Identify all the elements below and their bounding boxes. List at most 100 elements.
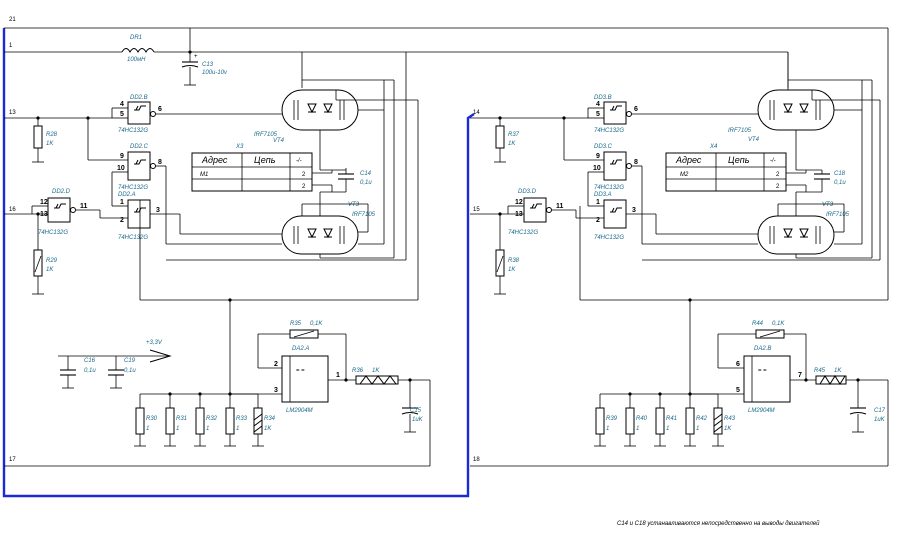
x3-pin-b: 2 [302, 184, 306, 190]
c17-label: C17 [874, 408, 886, 414]
da2a-eq: = = [296, 368, 305, 374]
x3-row-m1: M1 [200, 172, 208, 178]
da2a-pin3: 3 [274, 387, 278, 394]
r33-value: 1 [236, 426, 239, 432]
left-channel: 13 R28 1K DD2.B 4 5 6 74HC132G DD2.C 9 1… [4, 79, 431, 467]
dd3c-label: DD3.C [594, 144, 613, 150]
opamp-da2a [281, 355, 329, 403]
x4-pin-a: 2 [776, 172, 780, 178]
vt3-right-part: IRF7105 [826, 212, 850, 218]
resistor-r28 [33, 125, 43, 149]
r30-label: R30 [146, 416, 158, 422]
r39-value: 1 [606, 426, 609, 432]
x4-pin-b: 2 [776, 184, 780, 190]
resistor-r33 [225, 407, 235, 435]
r33-label: R33 [236, 416, 248, 422]
dd2a-chip: 74HC132G [118, 235, 148, 241]
dd2a-pin1: 1 [120, 199, 124, 206]
r36-label: R36 [352, 368, 364, 374]
c15-value: 1uK [412, 417, 424, 423]
c13-value: 100u-10v [202, 70, 228, 76]
r42-value: 1 [696, 426, 699, 432]
dr1-value: 100мН [127, 57, 146, 63]
resistor-r42 [685, 407, 695, 435]
r36-value: 1K [372, 368, 380, 374]
dd3b-label: DD3.B [594, 95, 612, 101]
dd2d-pin12: 12 [40, 199, 48, 206]
dd2c-pin8: 8 [158, 159, 162, 166]
mosfet-vt3-right [757, 215, 835, 255]
input-15-label: 15 [473, 207, 480, 213]
r39-label: R39 [606, 416, 618, 422]
input-18-label: 18 [473, 457, 480, 463]
c16-value: 0,1u [84, 368, 96, 374]
vt4-label: VT4 [273, 138, 285, 144]
x3-pin-a: 2 [302, 172, 306, 178]
power-lines: 21 1 DR1 100мН + C13 100u-10v [4, 17, 889, 300]
dd3b-pin5: 5 [596, 111, 600, 118]
r35-label: R35 [290, 321, 302, 327]
dd2d-pin11: 11 [80, 203, 88, 210]
blue-bus [2, 28, 475, 498]
v33-label: +3,3V [146, 340, 163, 346]
r28-label: R28 [46, 132, 58, 138]
input-1-label: 1 [9, 43, 13, 49]
c19-value: 0,1u [124, 368, 136, 374]
resistor-r37 [495, 125, 505, 149]
dd2b-chip: 74HC132G [118, 128, 148, 134]
x4-row-m2: M2 [680, 172, 689, 178]
gate-dd2b [127, 101, 151, 125]
r28-value: 1K [46, 141, 54, 147]
r41-label: R41 [666, 416, 677, 422]
dd3d-pin13: 13 [515, 211, 523, 218]
dd2b-pin5: 5 [120, 111, 124, 118]
dd3b-chip: 74HC132G [594, 128, 624, 134]
dd3a-pin1: 1 [596, 199, 600, 206]
da2a-chip: LM2904M [286, 408, 313, 414]
vt4-part: IRF7105 [254, 132, 278, 138]
opamp-da2b [743, 355, 791, 403]
dd3a-label: DD3.A [594, 192, 612, 198]
mosfet-vt3 [281, 215, 359, 255]
r32-value: 1 [206, 426, 209, 432]
da2a-label: DA2.A [292, 346, 309, 352]
dd3a-chip: 74HC132G [594, 235, 624, 241]
r45-label: R45 [814, 368, 826, 374]
input-14-label: 14 [473, 110, 480, 116]
vt3-part: IRF7105 [352, 212, 376, 218]
vt3-right-label: VT3 [822, 202, 834, 208]
dd3b-pin4: 4 [596, 101, 600, 108]
r44-value: 0,1K [772, 321, 785, 327]
dd2d-chip: 74HC132G [38, 230, 68, 236]
resistor-r32 [195, 407, 205, 435]
resistor-r31 [165, 407, 175, 435]
input-21-label: 21 [9, 17, 16, 23]
r34-label: R34 [264, 416, 276, 422]
r38-label: R38 [508, 258, 520, 264]
dd3c-chip: 74HC132G [594, 185, 624, 191]
r43-label: R43 [724, 416, 736, 422]
da2b-pin5: 5 [736, 387, 740, 394]
r31-value: 1 [176, 426, 179, 432]
footnote: С14 и С18 устанавливаются непосредственн… [617, 520, 820, 527]
x4-col-circuit: Цепь [728, 155, 750, 165]
da2b-pin6: 6 [736, 361, 740, 368]
mosfet-vt4-right [757, 89, 835, 131]
dd3c-pin8: 8 [634, 159, 638, 166]
right-channel: 14 R37 1K DD3.B 4 5 6 74HC132G DD3.C 9 1… [470, 52, 889, 467]
input-17-label: 17 [9, 457, 16, 463]
c13-plus: + [194, 54, 198, 60]
inductor-dr1 [121, 48, 155, 54]
r34-value: 1K [264, 426, 272, 432]
c15-label: C15 [410, 408, 422, 414]
c18-value: 0,1u [834, 180, 846, 186]
r40-value: 1 [636, 426, 639, 432]
dd3d-pin12: 12 [515, 199, 523, 206]
dd3a-pin2: 2 [596, 217, 600, 224]
da2b-eq: = = [758, 368, 767, 374]
c19-label: C19 [124, 358, 136, 364]
da2a-pin1: 1 [336, 372, 340, 379]
dd3b-pin6: 6 [634, 106, 638, 113]
dd2c-chip: 74HC132G [118, 185, 148, 191]
da2b-pin7: 7 [798, 372, 802, 379]
